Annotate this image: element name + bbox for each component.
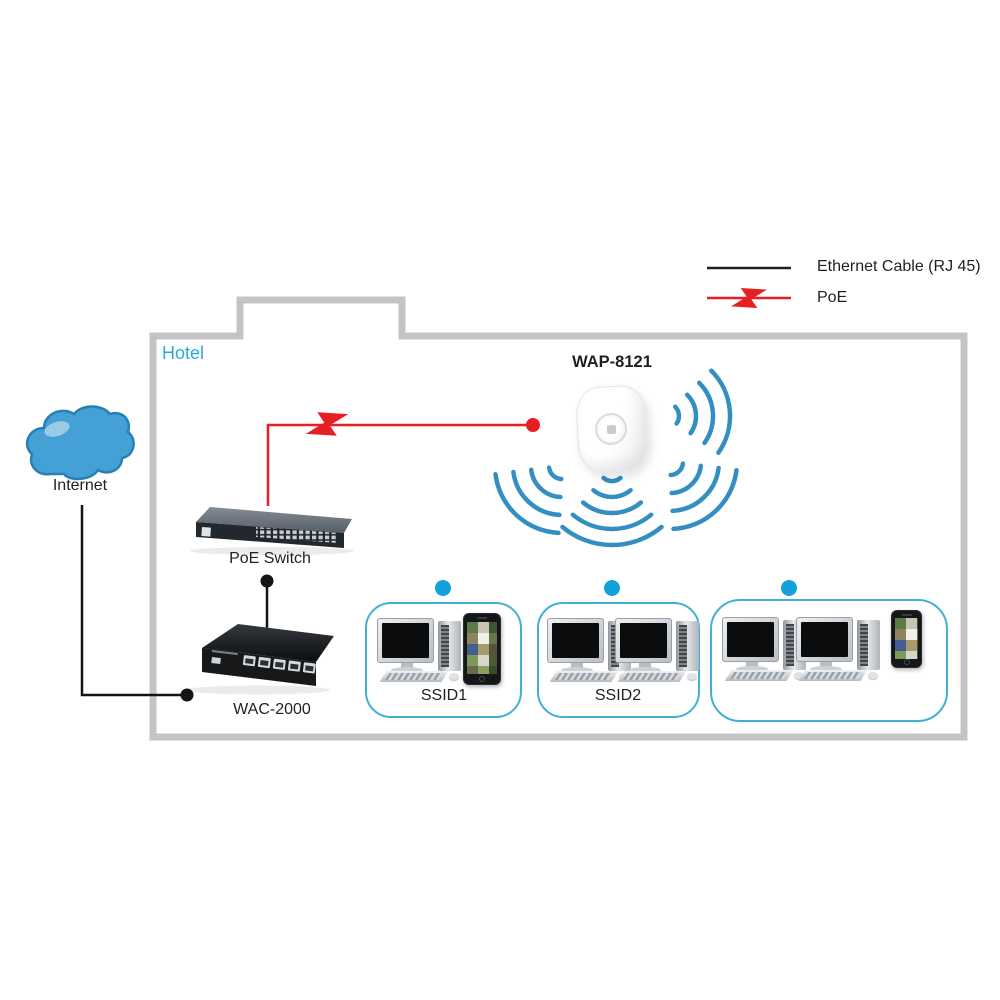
wifi-arcs-right [672, 368, 733, 455]
controller-label: WAC-2000 [233, 701, 311, 718]
ssid3-box [710, 599, 948, 722]
internet-to-controller-cable [80, 505, 186, 697]
poe-cable [266, 423, 533, 506]
smartphone [891, 610, 922, 668]
desktop-computer [615, 618, 699, 682]
legend-label-ethernet: Ethernet Cable (RJ 45) [817, 258, 981, 275]
hotel-label: Hotel [162, 343, 205, 363]
ssid1-box [365, 602, 522, 718]
ssid1-label: SSID1 [420, 687, 468, 704]
ethernet-line-swatch [707, 266, 791, 270]
poe-switch-label: PoE Switch [229, 550, 311, 567]
wifi-arcs-bottom-right [668, 461, 739, 532]
poe-lightning-icon [731, 288, 767, 308]
smartphone [463, 613, 501, 685]
legend-item-poe: PoE [705, 288, 847, 308]
wifi-arcs-bottom-center [560, 475, 664, 548]
ssid2-label: SSID2 [594, 687, 642, 704]
access-point-led-ring [594, 412, 628, 446]
poe-switch-device [190, 507, 354, 555]
desktop-computer [796, 617, 880, 681]
internet-cloud-icon [25, 405, 135, 481]
controller-cable-dot [180, 688, 194, 702]
poe-line-swatch [707, 288, 791, 308]
legend-item-ethernet: Ethernet Cable (RJ 45) [705, 257, 981, 277]
legend-label-poe: PoE [817, 289, 848, 306]
desktop-computer [722, 617, 806, 681]
controller-device [186, 624, 334, 695]
poe-lightning-icon [305, 412, 349, 436]
hotel-building-outline [149, 296, 968, 741]
wifi-arcs-bottom-left [493, 465, 564, 536]
access-point-device [574, 384, 650, 474]
ssid3-wifi-dot [781, 580, 797, 596]
switch-cable-dot [260, 574, 274, 588]
ssid2-box [537, 602, 700, 718]
desktop-computer [377, 618, 461, 682]
ssid1-wifi-dot [435, 580, 451, 596]
ssid2-wifi-dot [604, 580, 620, 596]
access-point-logo [606, 424, 617, 435]
internet-label: Internet [52, 477, 108, 494]
access-point-label: WAP-8121 [572, 353, 652, 371]
poe-cable-dot [526, 418, 540, 432]
